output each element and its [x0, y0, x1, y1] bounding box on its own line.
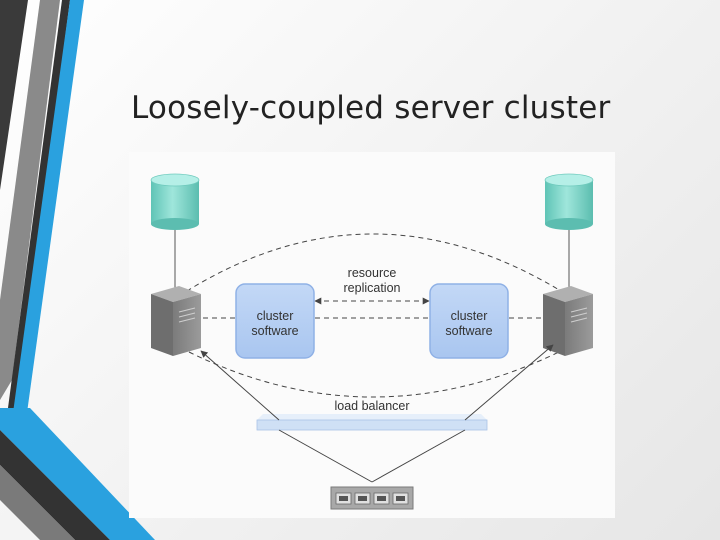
stripe-gray-diagonal [0, 465, 75, 540]
stripe-dark-left [0, 0, 28, 190]
replication-arc-bottom [188, 351, 560, 398]
cluster-right-label-1: cluster [451, 309, 488, 323]
cluster-left-label-2: software [251, 324, 298, 338]
network-switch-icon [330, 486, 414, 510]
stripe-blue-diagonal [0, 408, 155, 540]
slide-title: Loosely-coupled server cluster [131, 90, 611, 126]
database-icon-right [544, 173, 594, 230]
stripe-gray [0, 0, 60, 400]
stripe-blue-vertical [12, 0, 84, 420]
cluster-right-label-2: software [445, 324, 492, 338]
server-icon-right [543, 286, 593, 356]
server-icon-left [151, 286, 201, 356]
load-balancer-label: load balancer [334, 399, 409, 413]
cluster-software-box-left: cluster software [235, 283, 315, 359]
cluster-diagram: cluster software cluster software resour… [129, 152, 615, 518]
cluster-left-label-1: cluster [257, 309, 294, 323]
switch-link-right [371, 429, 466, 483]
stripe-dark-mid [8, 0, 70, 408]
resource-replication-label-1: resource [348, 266, 397, 280]
lb-to-server-arrow-left [200, 350, 280, 421]
replication-arc-top [178, 233, 570, 297]
lb-to-server-arrow-right [464, 344, 554, 421]
resource-replication-label-2: replication [344, 281, 401, 295]
switch-link-left [278, 429, 373, 483]
database-icon-left [150, 173, 200, 230]
load-balancer-bar [256, 414, 488, 431]
cluster-software-box-right: cluster software [429, 283, 509, 359]
stripe-dark-diagonal [0, 430, 110, 540]
